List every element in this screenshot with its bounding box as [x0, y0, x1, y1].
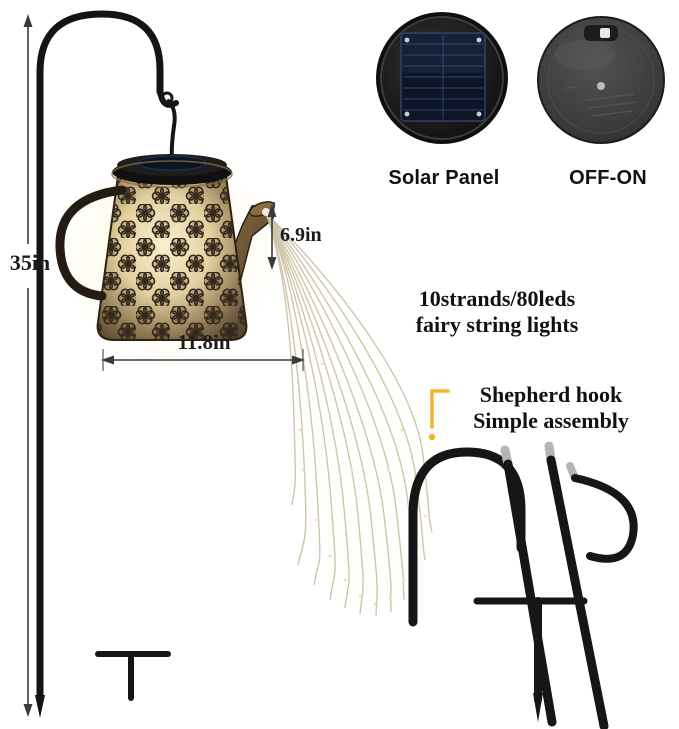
foot-step: [95, 651, 171, 701]
onoff-switch-photo: [537, 16, 665, 144]
lights-callout: 10strands/80leds fairy string lights: [380, 286, 614, 338]
string-lights-graphic: [262, 208, 433, 617]
pole-part-2: [544, 441, 609, 729]
hook-curve-part: [408, 447, 526, 627]
can-body-pattern: [97, 176, 247, 340]
hanging-strap: [160, 91, 177, 165]
spout-drop-label: 6.9in: [280, 224, 322, 246]
lights-callout-line1: 10strands/80leds: [418, 286, 576, 311]
disassembled-hook-graphic: [408, 441, 638, 729]
dimension-spout-drop: [267, 204, 277, 270]
solar-panel-photo: [376, 12, 508, 144]
lights-callout-line2: fairy string lights: [415, 312, 579, 337]
pole-height-label: 35in: [9, 250, 51, 275]
onoff-label: OFF-ON: [569, 167, 647, 189]
can-handle: [55, 185, 127, 301]
watering-can-graphic: [55, 154, 276, 341]
dimension-pole-height: [23, 14, 33, 717]
dimension-can-width: [101, 349, 305, 371]
spout-sparkle: [262, 208, 270, 216]
ground-stake-part: [473, 597, 588, 722]
assembly-callout-line2: Simple assembly: [473, 408, 629, 433]
solar-panel-label: Solar Panel: [388, 167, 500, 189]
ground-spike: [35, 695, 45, 718]
corner-bracket-icon: [428, 389, 450, 441]
shepherd-hook-graphic: [35, 10, 179, 718]
small-hook-part: [566, 462, 638, 563]
assembly-callout-line1: Shepherd hook: [479, 382, 623, 407]
can-width-label: 11.8in: [177, 330, 231, 354]
assembly-callout: Shepherd hook Simple assembly: [446, 382, 656, 434]
can-lid: [111, 154, 233, 188]
pole-part-1: [500, 445, 557, 727]
